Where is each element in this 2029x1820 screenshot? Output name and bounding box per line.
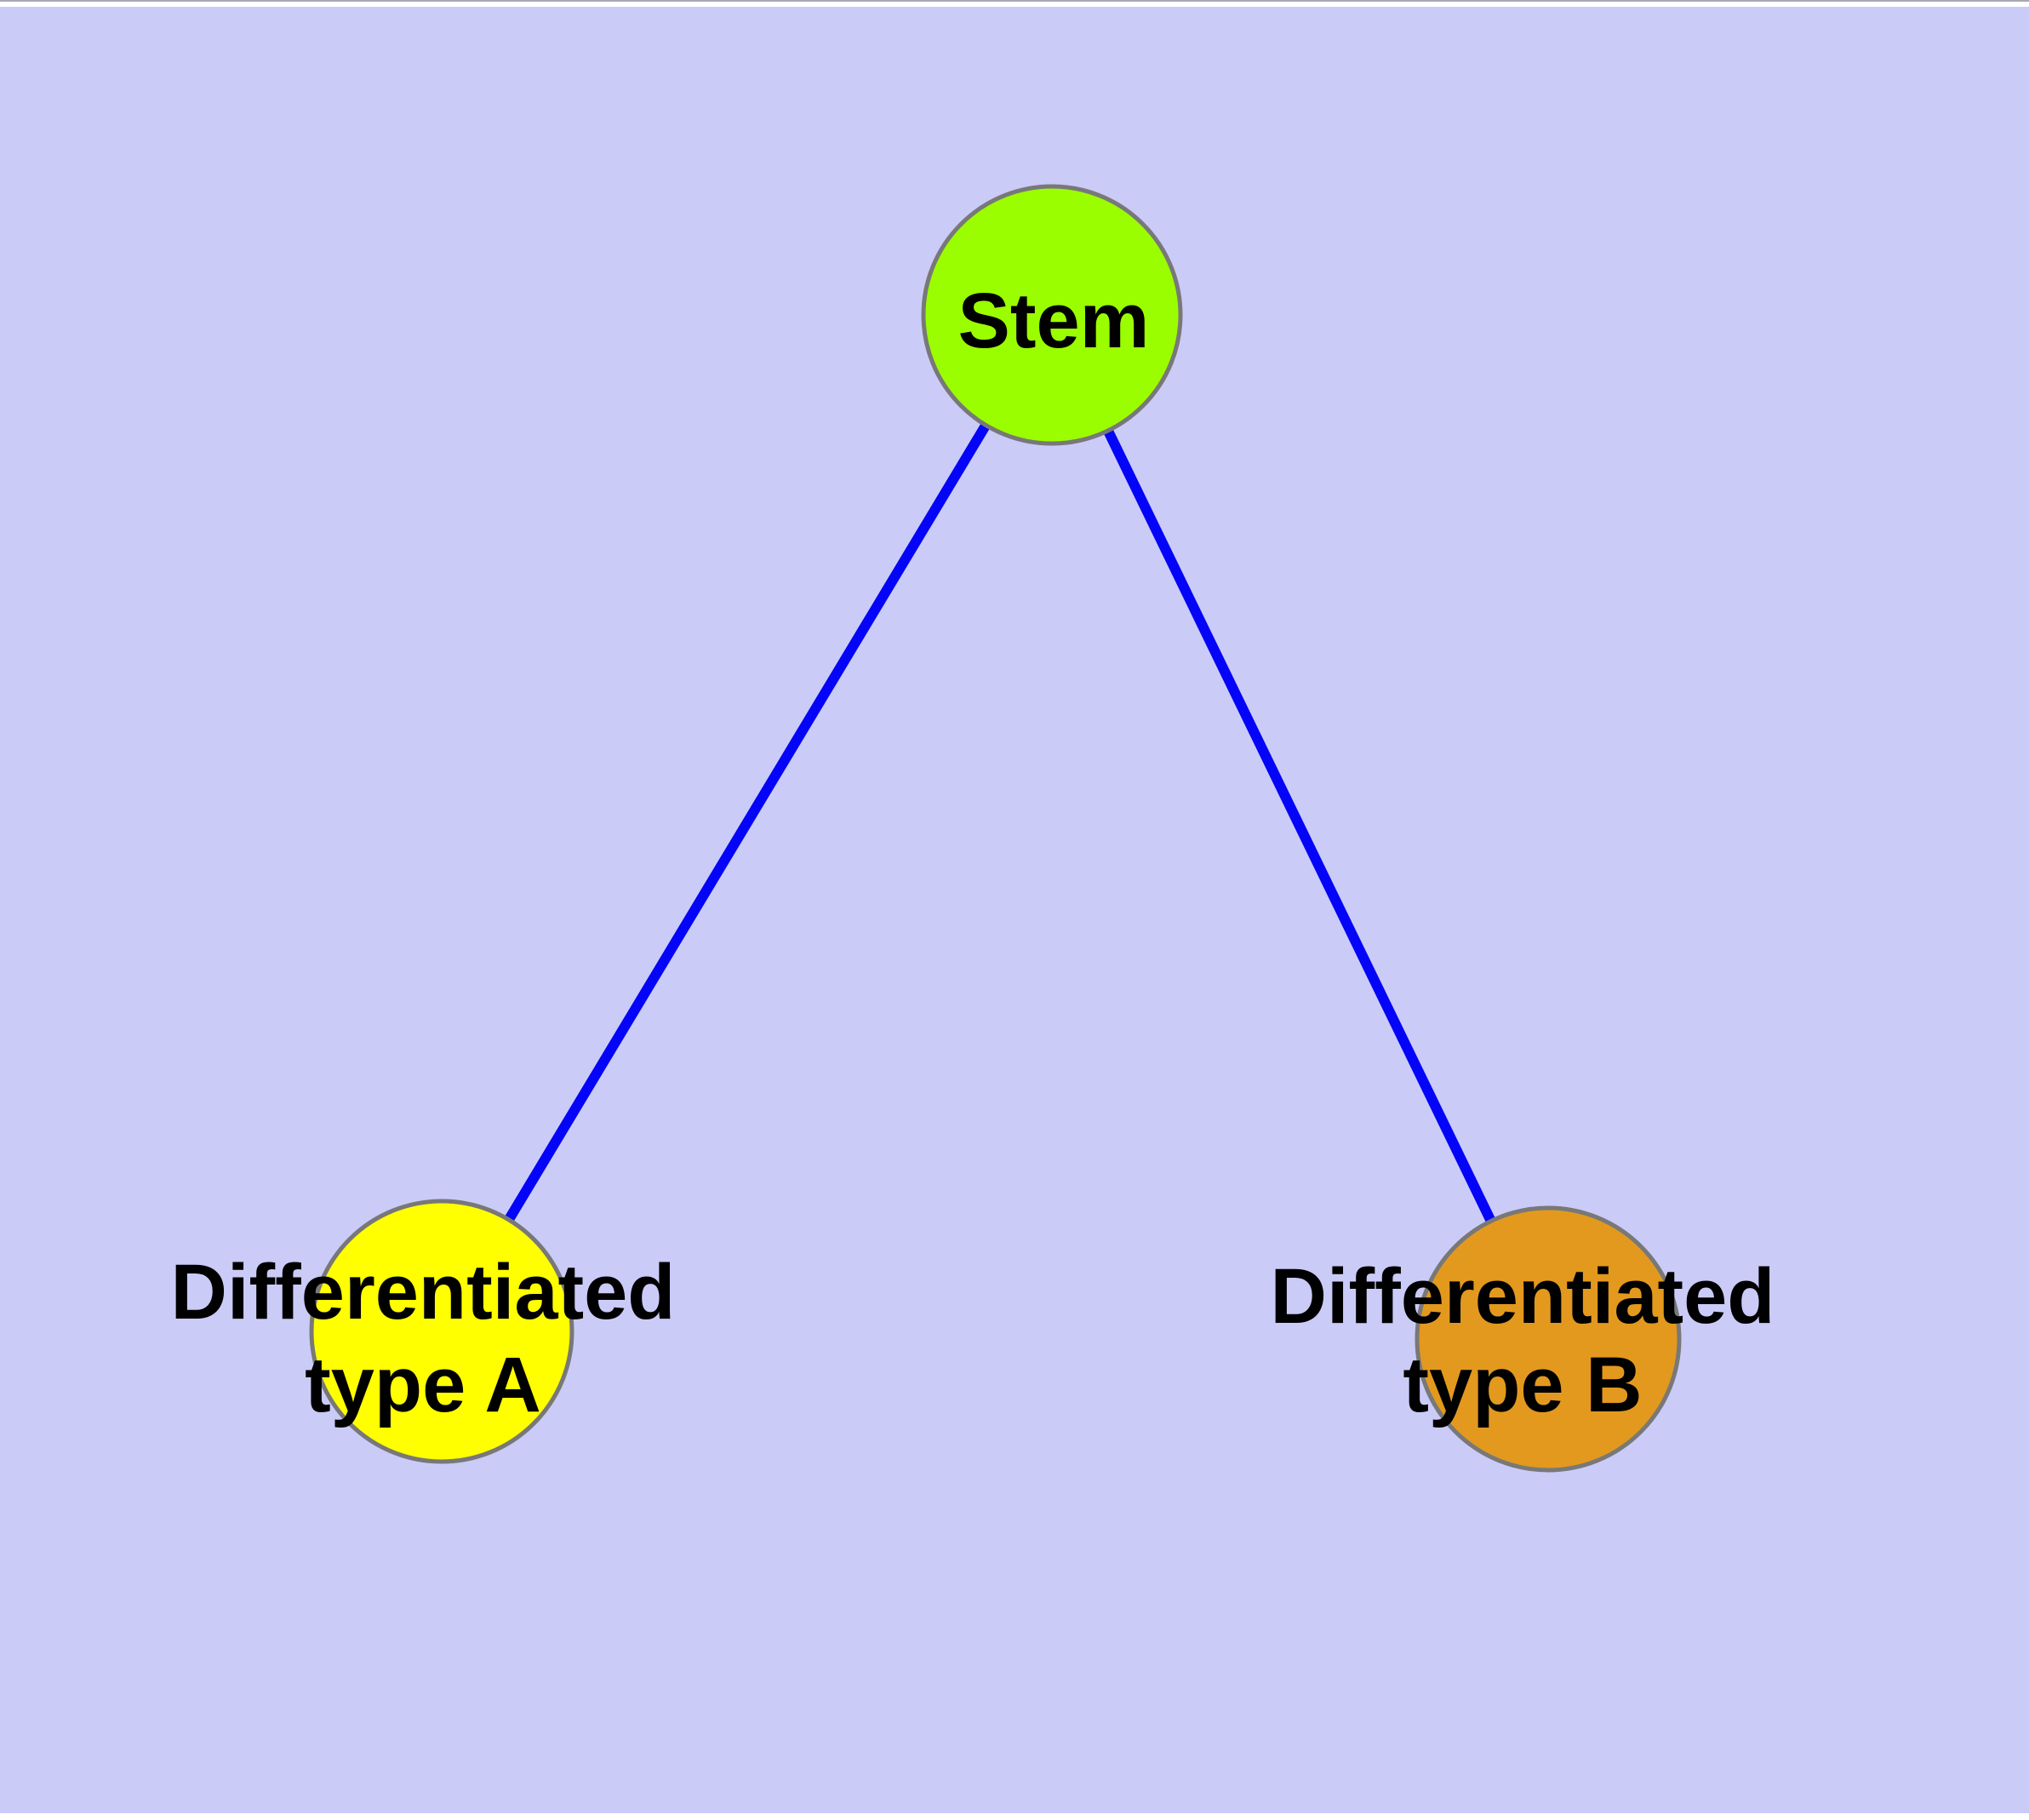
node-label-line: Differentiated [1271,1253,1775,1340]
node-layer [309,184,1682,1473]
edge-stem-diff-b [1047,312,1553,1342]
node-label-line: type A [305,1342,541,1428]
node-label-line: Stem [958,278,1150,364]
node-diff-b [1415,1205,1682,1473]
edge-layer [437,312,1553,1342]
node-label-stem: Stem [958,278,1150,364]
node-diff-a [309,1199,574,1464]
node-label-line: Differentiated [171,1249,676,1336]
node-stem [921,184,1183,446]
node-label-line: type B [1403,1342,1642,1428]
edge-stem-diff-a [437,312,1057,1335]
